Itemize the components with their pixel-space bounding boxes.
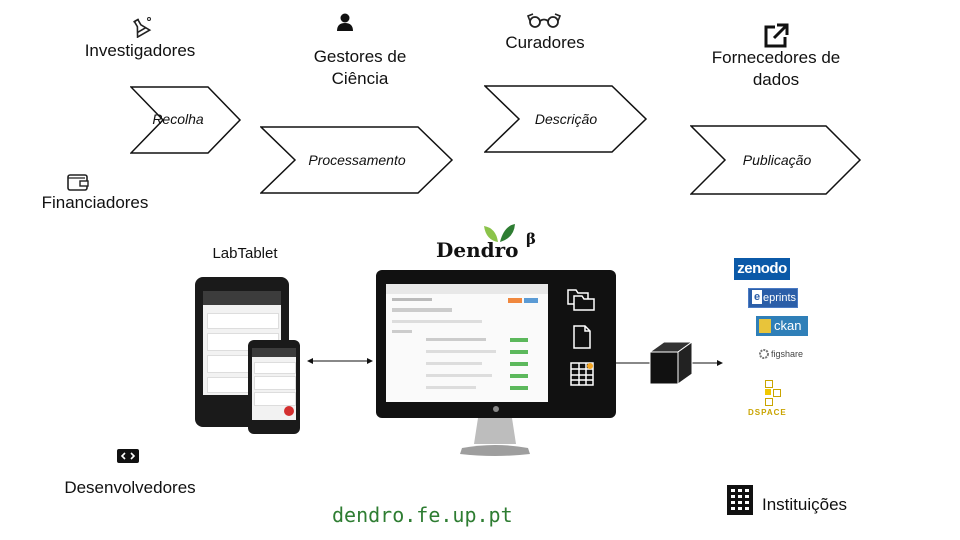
monitor-stand: [460, 418, 530, 456]
apple-logo-icon: [493, 406, 499, 412]
package-cube-icon: [648, 341, 694, 385]
role-financiadores: Financiadores: [41, 193, 149, 212]
role-curadores: Curadores: [505, 33, 585, 52]
role-instituicoes: Instituições: [762, 495, 848, 514]
sync-double-arrow: [307, 358, 373, 364]
stage-publicacao-label: Publicação: [742, 152, 812, 168]
monitor-screen: [386, 284, 548, 402]
dendro-url[interactable]: dendro.fe.up.pt: [332, 503, 513, 527]
monitor: [376, 270, 616, 418]
ckan-text: ckan: [774, 318, 802, 333]
leaf-icon: [484, 224, 515, 242]
figshare-text: figshare: [771, 349, 804, 359]
stage-publicacao-arrow: [690, 125, 862, 195]
stage-processamento-arrow: [260, 126, 454, 194]
phone-device: [248, 340, 300, 434]
phone-screen: [252, 348, 296, 420]
external-link-icon: [762, 22, 790, 50]
ckan-logo: ckan: [756, 316, 808, 336]
eprints-e: e: [752, 290, 762, 304]
role-investigadores: Investigadores: [84, 41, 196, 60]
dspace-logo: DSPACE: [748, 380, 794, 420]
stage-descricao-arrow: [484, 85, 648, 153]
stage-recolha-label: Recolha: [152, 111, 204, 127]
tablet-device: [195, 277, 289, 427]
role-fornecedores: Fornecedores de dados: [711, 48, 841, 89]
zenodo-logo: zenodo: [734, 258, 790, 280]
dendro-logo: Dendro β: [436, 222, 556, 266]
dendro-beta: β: [526, 230, 536, 248]
role-desenvolvedores: Desenvolvedores: [64, 478, 196, 497]
glasses-icon: [526, 12, 562, 28]
stage-processamento-label: Processamento: [308, 152, 406, 168]
code-icon: [117, 449, 139, 463]
building-icon: [726, 484, 754, 516]
dendro-name: Dendro: [436, 238, 519, 262]
flask-icon: [129, 16, 153, 39]
figshare-logo: figshare: [758, 346, 806, 362]
dspace-text: DSPACE: [748, 408, 787, 417]
file-icon: [573, 325, 591, 349]
eprints-text: eprints: [763, 292, 797, 304]
stage-descricao-label: Descrição: [534, 111, 598, 127]
labtablet-title: LabTablet: [212, 245, 278, 262]
zenodo-text: zenodo: [737, 260, 787, 277]
ckan-mark-icon: [759, 319, 771, 333]
folders-icon: [567, 289, 595, 311]
person-icon: [335, 12, 355, 32]
figshare-gear-icon: [759, 349, 769, 359]
wallet-icon: [66, 172, 90, 192]
role-gestores: Gestores de Ciência: [313, 47, 407, 88]
spreadsheet-icon: [570, 362, 594, 386]
stage-recolha-arrow: [130, 86, 242, 154]
eprints-logo: e eprints: [748, 288, 798, 308]
